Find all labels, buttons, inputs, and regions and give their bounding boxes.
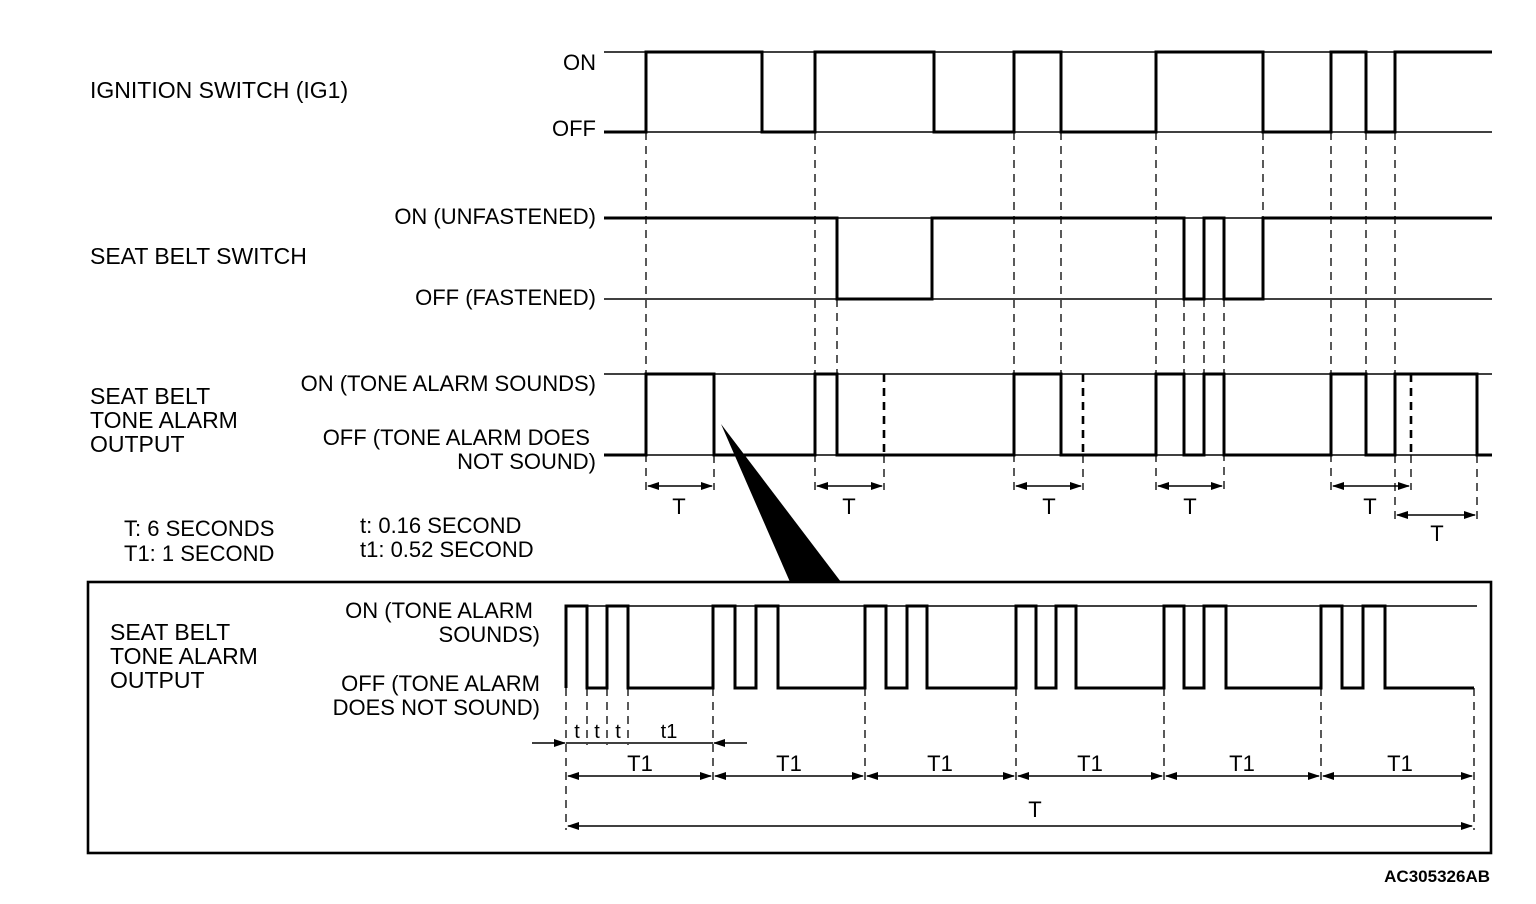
t-label-6: T — [1430, 521, 1443, 546]
detail-on-label-1: ON (TONE ALARM — [345, 598, 533, 623]
t-total-label: T — [1028, 797, 1041, 822]
ign-off-label: OFF — [552, 116, 596, 141]
sb-off-label: OFF (FASTENED) — [415, 285, 596, 310]
detail-title-1: SEAT BELT — [110, 619, 230, 645]
sb-on-label: ON (UNFASTENED) — [394, 204, 596, 229]
alarm-waveform — [604, 372, 1492, 457]
t-small-3: t — [615, 721, 621, 743]
zoom-pointer — [721, 424, 841, 582]
ignition-waveform — [604, 50, 1492, 134]
reference-lines — [604, 51, 1492, 456]
detail-waveform — [564, 604, 1474, 690]
ign-on-label: ON — [563, 50, 596, 75]
guide-lines — [645, 132, 1478, 520]
t1-label-1: T1 — [627, 751, 653, 776]
t1-label-4: T1 — [1077, 751, 1103, 776]
t1-label-3: T1 — [927, 751, 953, 776]
t1-label-6: T1 — [1387, 751, 1413, 776]
t-label-1: T — [672, 494, 685, 519]
t-dimension-arrows — [647, 482, 1476, 519]
alarm-label-3: OUTPUT — [90, 431, 185, 457]
alarm-off-label-2: NOT SOUND) — [457, 449, 596, 474]
t1-label-2: T1 — [776, 751, 802, 776]
seatbelt-waveform — [604, 216, 1492, 301]
legend-T: T: 6 SECONDS — [124, 516, 274, 541]
legend-T1: T1: 1 SECOND — [124, 541, 274, 566]
t1-small: t1 — [661, 721, 678, 743]
alarm-label-1: SEAT BELT — [90, 383, 210, 409]
alarm-off-label-1: OFF (TONE ALARM DOES — [323, 425, 590, 450]
detail-title-2: TONE ALARM — [110, 643, 258, 669]
t-label-4: T — [1183, 494, 1196, 519]
t-label-3: T — [1042, 494, 1055, 519]
figure-code: AC305326AB — [1384, 867, 1490, 886]
t-small-2: t — [594, 721, 600, 743]
detail-on-label-2: SOUNDS) — [439, 622, 540, 647]
legend-t: t: 0.16 SECOND — [360, 513, 521, 538]
t1-label-5: T1 — [1229, 751, 1255, 776]
ignition-label: IGNITION SWITCH (IG1) — [90, 77, 348, 103]
detail-off-label-1: OFF (TONE ALARM — [341, 671, 540, 696]
t-label-5: T — [1363, 494, 1376, 519]
detail-off-label-2: DOES NOT SOUND) — [333, 695, 540, 720]
alarm-on-label: ON (TONE ALARM SOUNDS) — [301, 371, 596, 396]
t-small-1: t — [574, 721, 580, 743]
detail-box — [86, 580, 1493, 855]
legend-t1: t1: 0.52 SECOND — [360, 537, 534, 562]
detail-title-3: OUTPUT — [110, 667, 205, 693]
seatbelt-label: SEAT BELT SWITCH — [90, 243, 307, 269]
detail-guide-lines — [565, 688, 1475, 830]
t-label-2: T — [842, 494, 855, 519]
alarm-label-2: TONE ALARM — [90, 407, 238, 433]
